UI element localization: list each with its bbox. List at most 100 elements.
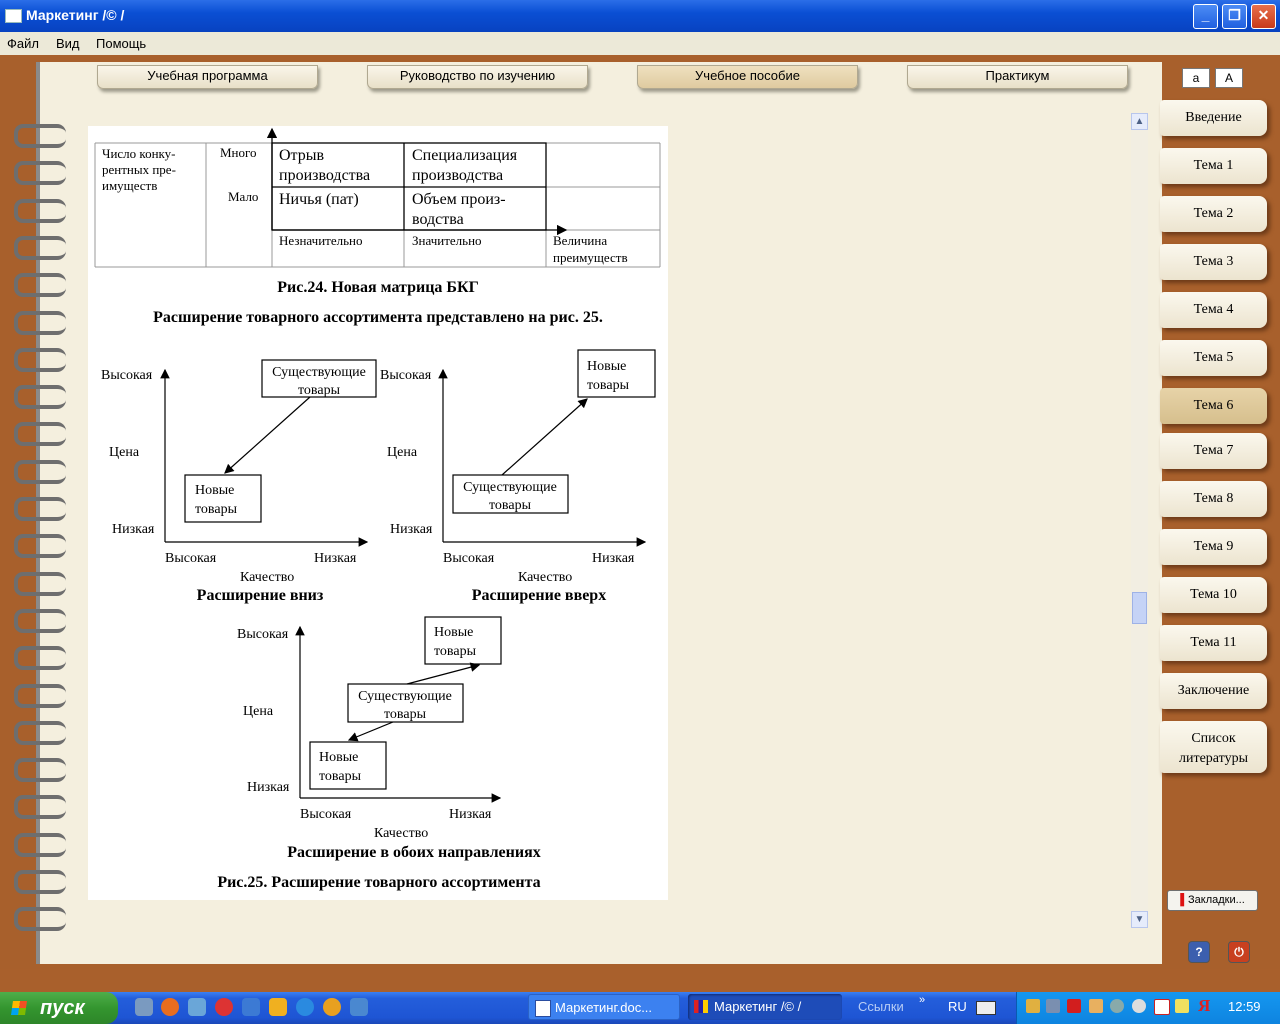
up-quality-low: Низкая	[592, 551, 635, 566]
tab-practicum[interactable]: Практикум	[907, 65, 1128, 89]
spiral-ring	[14, 198, 66, 223]
bcg-cell-4a: Объем произ-	[412, 191, 506, 208]
maximize-button[interactable]: ❐	[1222, 4, 1247, 29]
quicklaunch-explorer-icon[interactable]	[350, 998, 368, 1016]
tray-mail-icon[interactable]	[1175, 999, 1189, 1013]
svg-text:Новые: Новые	[195, 483, 234, 498]
up-price-high: Высокая	[380, 368, 432, 383]
title-bar: Маркетинг /© / _ ❐ ✕	[0, 0, 1280, 32]
start-button[interactable]: пуск	[0, 992, 118, 1024]
spiral-ring	[14, 758, 66, 783]
sidebar-item-10[interactable]: Тема 9	[1160, 529, 1267, 565]
intro-text: Расширение товарного ассортимента предст…	[153, 309, 603, 326]
keyboard-icon[interactable]	[976, 1001, 996, 1015]
quicklaunch-firefox-icon[interactable]	[161, 998, 179, 1016]
sidebar-item-6[interactable]: Тема 5	[1160, 340, 1267, 376]
menu-help[interactable]: Помощь	[96, 36, 147, 51]
scroll-thumb[interactable]	[1132, 592, 1147, 624]
power-icon[interactable]: ⏻	[1228, 941, 1250, 963]
svg-text:Существующие: Существующие	[358, 689, 452, 704]
scroll-up-icon[interactable]: ▲	[1131, 113, 1148, 130]
sidebar-item-11[interactable]: Тема 10	[1160, 577, 1267, 613]
sidebar-item-12[interactable]: Тема 11	[1160, 625, 1267, 661]
help-icon[interactable]: ?	[1188, 941, 1210, 963]
spiral-ring	[14, 385, 66, 410]
bcg-label-many: Много	[220, 145, 257, 160]
sidebar-item-2[interactable]: Тема 1	[1160, 148, 1267, 184]
task-marketing-label: Маркетинг /© /	[714, 999, 802, 1014]
svg-text:Новые: Новые	[434, 625, 473, 640]
tray-app-icon[interactable]	[1154, 999, 1170, 1015]
sidebar-item-13[interactable]: Заключение	[1160, 673, 1267, 709]
tray-kaspersky-icon[interactable]	[1067, 999, 1081, 1013]
sidebar-item-14[interactable]: Список литературы	[1160, 721, 1267, 773]
tray-gear-icon[interactable]	[1132, 999, 1146, 1013]
bcg-cell-4b: водства	[412, 211, 464, 228]
app-icon	[5, 9, 22, 23]
sidebar-item-9[interactable]: Тема 8	[1160, 481, 1267, 517]
quicklaunch-network-icon[interactable]	[188, 998, 206, 1016]
sidebar-item-1[interactable]: Введение	[1160, 100, 1267, 136]
tray-volume-icon[interactable]	[1089, 999, 1103, 1013]
sidebar-item-7[interactable]: Тема 6	[1160, 388, 1267, 424]
bookmarks-label: Закладки...	[1188, 894, 1245, 906]
down-caption: Расширение вниз	[197, 587, 324, 604]
tray-folder-icon[interactable]	[1026, 999, 1040, 1013]
bcg-cell-1b: производства	[279, 167, 370, 184]
task-word-document[interactable]: Маркетинг.doc...	[528, 994, 680, 1020]
task-marketing-app[interactable]: Маркетинг /© /	[688, 994, 842, 1020]
up-price-low: Низкая	[390, 522, 433, 537]
spiral-ring	[14, 310, 66, 335]
minimize-button[interactable]: _	[1193, 4, 1218, 29]
tray-cd-icon[interactable]	[1110, 999, 1124, 1013]
sidebar-item-5[interactable]: Тема 4	[1160, 292, 1267, 328]
sidebar-item-3[interactable]: Тема 2	[1160, 196, 1267, 232]
menu-file[interactable]: Файл	[7, 36, 39, 51]
links-chevron-icon[interactable]: »	[919, 994, 926, 1006]
quicklaunch-opera-icon[interactable]	[215, 998, 233, 1016]
tab-study-guide[interactable]: Руководство по изучению	[367, 65, 588, 89]
svg-text:Новые: Новые	[319, 750, 358, 765]
spiral-ring	[14, 534, 66, 559]
vertical-scrollbar[interactable]	[1131, 113, 1148, 928]
tray-yandex-icon[interactable]: Я	[1198, 996, 1211, 1015]
close-button[interactable]: ✕	[1251, 4, 1276, 29]
spiral-ring	[14, 720, 66, 745]
sidebar-item-8[interactable]: Тема 7	[1160, 433, 1267, 469]
font-small-button[interactable]: a	[1182, 68, 1210, 88]
app-task-icon	[694, 1000, 708, 1013]
quicklaunch-ie-icon[interactable]	[296, 998, 314, 1016]
bookmarks-button[interactable]: ▌Закладки...	[1167, 890, 1258, 911]
tray-network-icon[interactable]	[1046, 999, 1060, 1013]
bcg-row-header-line3: имуществ	[102, 178, 157, 193]
bcg-cell-2b: производства	[412, 167, 503, 184]
svg-text:товары: товары	[384, 707, 427, 722]
diagram-both: Высокая Цена Низкая Высокая Низкая Качес…	[237, 616, 541, 861]
bcg-cell-2a: Специализация	[412, 147, 518, 164]
tab-textbook[interactable]: Учебное пособие	[637, 65, 858, 89]
system-tray	[1016, 992, 1280, 1024]
spiral-ring	[14, 422, 66, 447]
tab-curriculum[interactable]: Учебная программа	[97, 65, 318, 89]
font-large-button[interactable]: A	[1215, 68, 1243, 88]
both-quality-label: Качество	[374, 826, 428, 841]
menu-bar: Файл Вид Помощь	[0, 32, 1280, 55]
sidebar-item-4[interactable]: Тема 3	[1160, 244, 1267, 280]
bcg-cell-1a: Отрыв	[279, 147, 324, 164]
clock: 12:59	[1228, 999, 1261, 1014]
up-quality-label: Качество	[518, 570, 572, 585]
quicklaunch-chrome-icon[interactable]	[323, 998, 341, 1016]
menu-view[interactable]: Вид	[56, 36, 80, 51]
scroll-down-icon[interactable]: ▼	[1131, 911, 1148, 928]
spiral-ring	[14, 832, 66, 857]
language-indicator[interactable]: RU	[948, 999, 967, 1014]
quicklaunch-winamp-icon[interactable]	[269, 998, 287, 1016]
links-toolbar[interactable]: Ссылки	[858, 999, 904, 1014]
window-title: Маркетинг /© /	[26, 7, 125, 23]
quicklaunch-app-icon[interactable]	[242, 998, 260, 1016]
spiral-ring	[14, 683, 66, 708]
quicklaunch-desktop-icon[interactable]	[135, 998, 153, 1016]
diagram-up: Высокая Цена Низкая Высокая Низкая Качес…	[380, 349, 656, 604]
spiral-ring	[14, 459, 66, 484]
content-area: Число конку- рентных пре- имуществ Много…	[88, 126, 668, 900]
